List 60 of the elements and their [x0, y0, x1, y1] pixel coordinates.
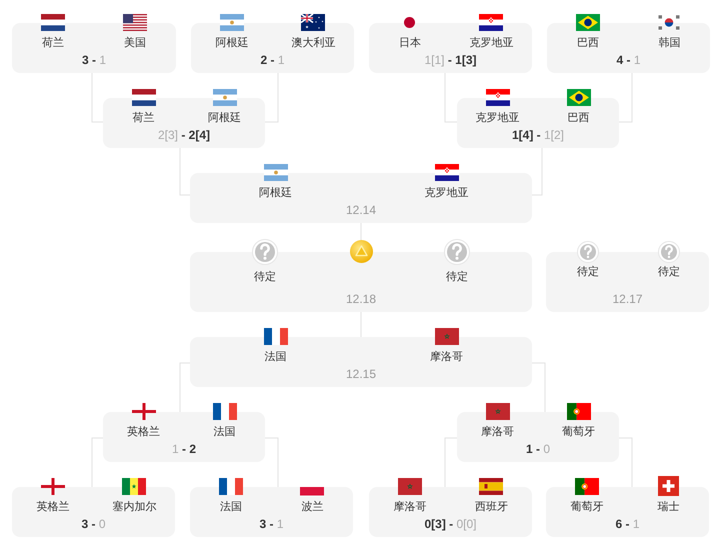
- team-name: 英格兰: [127, 426, 160, 439]
- match-score: 1[1] - 1[3]: [424, 54, 477, 68]
- team-name: 日本: [398, 37, 421, 50]
- match-score: 3 - 0: [81, 518, 106, 532]
- match-score: 0[3] - 0[0]: [424, 518, 477, 532]
- bracket-line: [264, 438, 278, 488]
- bracket-line: [532, 362, 546, 412]
- team-name: 美国: [124, 37, 146, 50]
- team-name: 巴西: [576, 37, 599, 50]
- team-name: 塞内加尔: [112, 501, 156, 514]
- bracket-line: [618, 438, 632, 488]
- bracket-line: [618, 72, 632, 122]
- match-date: 12.17: [612, 293, 643, 307]
- team-name: 待定: [577, 266, 599, 279]
- team-name: 摩洛哥: [393, 501, 426, 514]
- bracket-line: [180, 362, 190, 412]
- match-score: 3 - 1: [259, 518, 284, 532]
- match-date: 12.15: [346, 368, 376, 382]
- bracket-line: [92, 72, 104, 122]
- team-name: 摩洛哥: [430, 351, 463, 364]
- team-name: 瑞士: [657, 501, 680, 514]
- match-score: 2 - 1: [260, 54, 285, 68]
- team-name: 待定: [658, 266, 680, 279]
- team-name: 澳大利亚: [291, 37, 336, 50]
- bracket-line: [444, 438, 458, 488]
- team-name: 克罗地亚: [424, 187, 468, 200]
- team-name: 法国: [214, 426, 236, 439]
- match-score: 1[4] - 1[2]: [512, 129, 564, 143]
- team-name: 荷兰: [132, 112, 154, 125]
- match-score: 1 - 2: [172, 443, 196, 457]
- bracket-line: [180, 148, 190, 196]
- team-name: 英格兰: [36, 501, 70, 514]
- team-name: 葡萄牙: [562, 426, 595, 439]
- team-name: 葡萄牙: [570, 501, 604, 514]
- match-score: 4 - 1: [616, 54, 641, 68]
- team-name: 西班牙: [474, 501, 508, 514]
- team-name: 波兰: [301, 501, 324, 514]
- team-name: 巴西: [568, 112, 590, 125]
- team-name: 待定: [446, 271, 468, 284]
- bracket-line: [444, 72, 458, 122]
- bracket-line: [532, 148, 542, 196]
- match-score: 1 - 0: [526, 443, 550, 457]
- bracket-line: [92, 438, 104, 488]
- team-name: 摩洛哥: [481, 426, 514, 439]
- team-name: 荷兰: [42, 37, 64, 50]
- team-name: 韩国: [658, 37, 680, 50]
- team-name: 克罗地亚: [469, 37, 514, 50]
- team-name: 法国: [220, 501, 242, 514]
- team-name: 待定: [254, 271, 276, 284]
- match-date: 12.14: [346, 204, 376, 218]
- bracket-line: [264, 72, 278, 122]
- team-name: 阿根廷: [259, 187, 292, 200]
- team-name: 阿根廷: [208, 112, 241, 125]
- match-score: 6 - 1: [615, 518, 640, 532]
- team-name: 法国: [264, 351, 286, 364]
- team-name: 阿根廷: [215, 37, 248, 50]
- match-date: 12.18: [346, 293, 376, 307]
- match-score: 3 - 1: [82, 54, 106, 68]
- team-name: 克罗地亚: [476, 112, 520, 125]
- match-score: 2[3] - 2[4]: [158, 129, 210, 143]
